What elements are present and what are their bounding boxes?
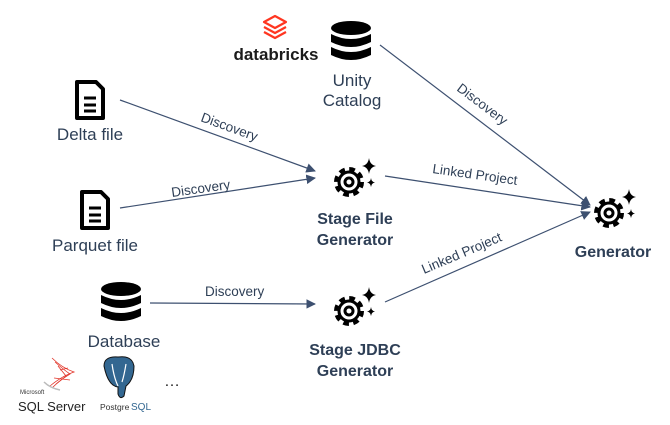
edge-label: Linked Project [432,161,519,188]
node-unity-catalog: Unity Catalog [323,21,382,110]
node-database: Database [88,282,161,351]
node-delta-file: Delta file [57,80,123,144]
sql-server-logo: Microsoft SQL Server [18,357,86,414]
edge-database-stage-jdbc [149,299,316,309]
document-icon [80,190,110,230]
gear-sparkle-icon [337,158,376,194]
more-databases-ellipsis: … [164,373,180,390]
node-stage-jdbc-generator: Stage JDBC Generator [309,287,401,380]
edge-parquet-stage-file [119,174,316,209]
svg-text:Database: Database [88,332,161,351]
svg-text:Generator: Generator [317,232,393,249]
svg-text:Delta file: Delta file [57,125,123,144]
svg-text:SQL: SQL [131,402,151,413]
svg-text:SQL Server: SQL Server [18,399,86,414]
svg-text:databricks: databricks [233,45,318,64]
edge-stage-file-generator [384,175,591,211]
database-icon [101,282,141,321]
svg-text:Postgre: Postgre [100,402,130,412]
gear-sparkle-icon [337,287,376,323]
document-icon [75,80,105,120]
edge-label: Discovery [454,80,511,128]
edge-label: Discovery [170,177,231,200]
svg-text:Generator: Generator [317,363,393,380]
database-icon [331,21,371,60]
node-stage-file-generator: Stage File Generator [317,158,393,249]
edge-stage-jdbc-generator [384,211,591,303]
databricks-logo: databricks [233,14,319,64]
node-parquet-file: Parquet file [52,190,138,255]
svg-text:Unity: Unity [333,71,372,90]
edge-label: Linked Project [419,229,504,276]
svg-text:Parquet file: Parquet file [52,236,138,255]
edge-label: Discovery [205,284,265,299]
postgresql-logo: Postgre SQL [100,356,151,413]
edge-delta-stage-file [119,99,316,173]
svg-text:Stage JDBC: Stage JDBC [309,342,401,359]
edge-label: Discovery [199,110,260,144]
svg-text:Catalog: Catalog [323,91,382,110]
gear-sparkle-icon [597,189,636,225]
svg-text:Stage File: Stage File [317,211,393,228]
svg-text:Generator: Generator [575,244,651,261]
node-generator: Generator [575,189,651,261]
edge-unity-generator [379,44,591,206]
svg-text:Microsoft: Microsoft [20,390,45,396]
